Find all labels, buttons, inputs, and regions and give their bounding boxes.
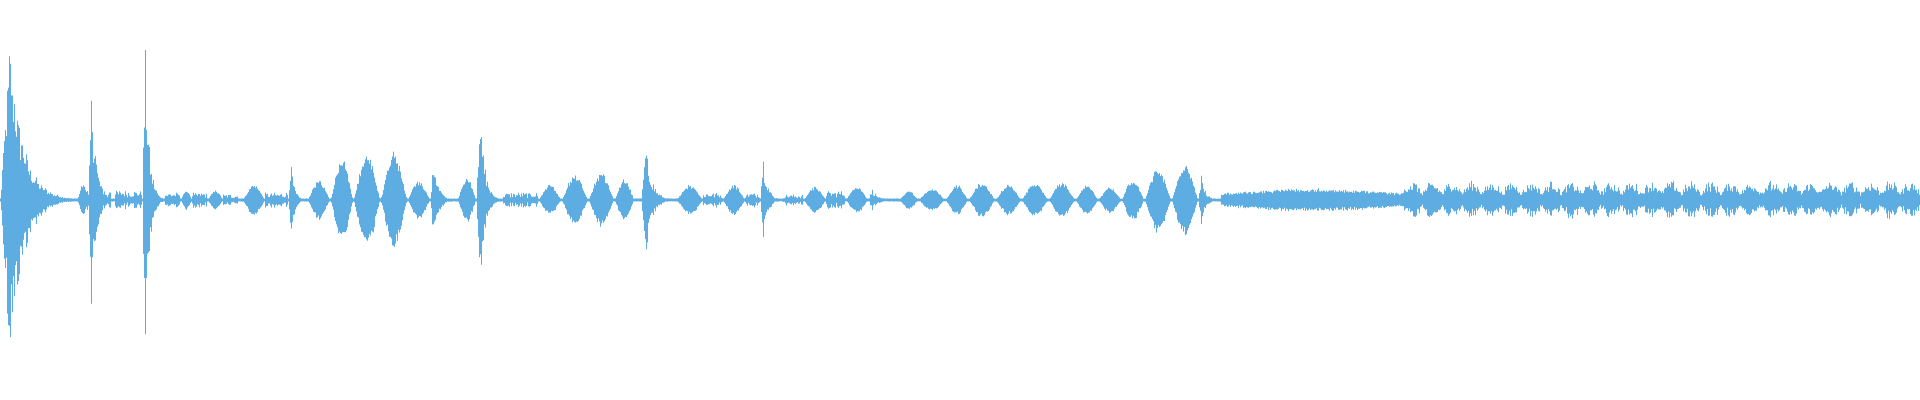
waveform-path	[0, 50, 1920, 338]
